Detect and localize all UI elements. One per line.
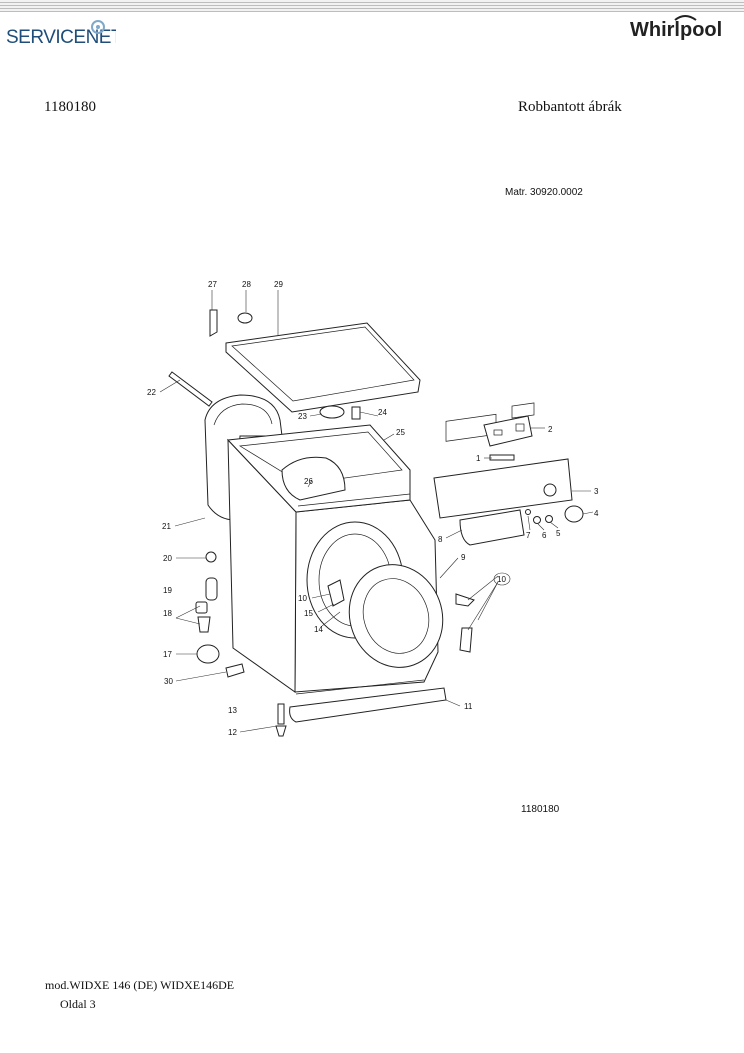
bushing-part bbox=[205, 551, 217, 563]
callout-label: 17 bbox=[163, 650, 172, 659]
callout-label: 10 bbox=[497, 575, 506, 584]
filter-cap bbox=[205, 577, 218, 601]
control-panel bbox=[433, 458, 573, 519]
callout-label: 6 bbox=[542, 531, 547, 540]
whirlpool-logo: Whirlpool bbox=[630, 14, 740, 51]
callout-label: 26 bbox=[304, 477, 313, 486]
callout-label: 12 bbox=[228, 728, 237, 737]
callout-label: 22 bbox=[147, 388, 156, 397]
door-gasket bbox=[204, 394, 283, 521]
header-band bbox=[0, 0, 744, 12]
door-latch bbox=[327, 579, 345, 607]
callout-label: 25 bbox=[396, 428, 405, 437]
callout-label: 19 bbox=[163, 586, 172, 595]
callout-label: 29 bbox=[274, 280, 283, 289]
hinge-hook bbox=[209, 309, 218, 337]
callout-label: 28 bbox=[242, 280, 251, 289]
callout-label: 23 bbox=[298, 412, 307, 421]
callout-label: 14 bbox=[314, 625, 323, 634]
callout-label: 2 bbox=[548, 425, 553, 434]
hose-part bbox=[168, 371, 213, 407]
callout-label: 5 bbox=[556, 529, 561, 538]
program-knob bbox=[564, 505, 584, 523]
callout-label: 3 bbox=[594, 487, 599, 496]
detergent-drawer bbox=[459, 509, 525, 546]
page-number: Oldal 3 bbox=[60, 997, 96, 1011]
servicenet-logo: SERVICENET bbox=[6, 18, 123, 55]
matr-number: Matr. 30920.0002 bbox=[505, 187, 583, 198]
svg-text:Whirlpool: Whirlpool bbox=[630, 19, 722, 41]
callout-label: 18 bbox=[163, 609, 172, 618]
callout-label: 11 bbox=[464, 702, 473, 711]
callout-label: 20 bbox=[163, 554, 172, 563]
foot-screw bbox=[277, 703, 285, 725]
callout-label: 24 bbox=[378, 408, 387, 417]
callout-label: 21 bbox=[162, 522, 171, 531]
pump-part bbox=[196, 644, 220, 664]
callout-label: 1 bbox=[476, 454, 481, 463]
callout-label: 27 bbox=[208, 280, 217, 289]
door-hinge bbox=[455, 593, 475, 607]
leader-lines bbox=[159, 290, 594, 733]
callout-label: 15 bbox=[304, 609, 313, 618]
callout-label: 9 bbox=[461, 553, 466, 562]
terminal-block bbox=[225, 663, 245, 678]
gear-icon bbox=[91, 20, 105, 34]
callout-label: 7 bbox=[526, 531, 531, 540]
button-strip bbox=[489, 454, 515, 461]
nut-part bbox=[237, 312, 253, 324]
diagram-number: 1180180 bbox=[521, 804, 560, 815]
document-title: Robbantott ábrák bbox=[518, 99, 622, 115]
pcb-board bbox=[483, 415, 533, 447]
model-line: mod.WIDXE 146 (DE) WIDXE146DE bbox=[45, 978, 235, 992]
part-number: 1180180 bbox=[44, 99, 96, 115]
callout-label: 13 bbox=[228, 706, 237, 715]
callout-label: 30 bbox=[164, 677, 173, 686]
callout-label: 8 bbox=[438, 535, 443, 544]
callout-label: 4 bbox=[594, 509, 599, 518]
callout-labels: 27 28 29 22 23 24 25 2 1 3 4 5 6 7 8 26 … bbox=[147, 280, 599, 737]
kickplate bbox=[289, 687, 447, 723]
door-ring bbox=[348, 564, 444, 668]
top-lid bbox=[225, 322, 421, 413]
callout-label: 10 bbox=[298, 594, 307, 603]
